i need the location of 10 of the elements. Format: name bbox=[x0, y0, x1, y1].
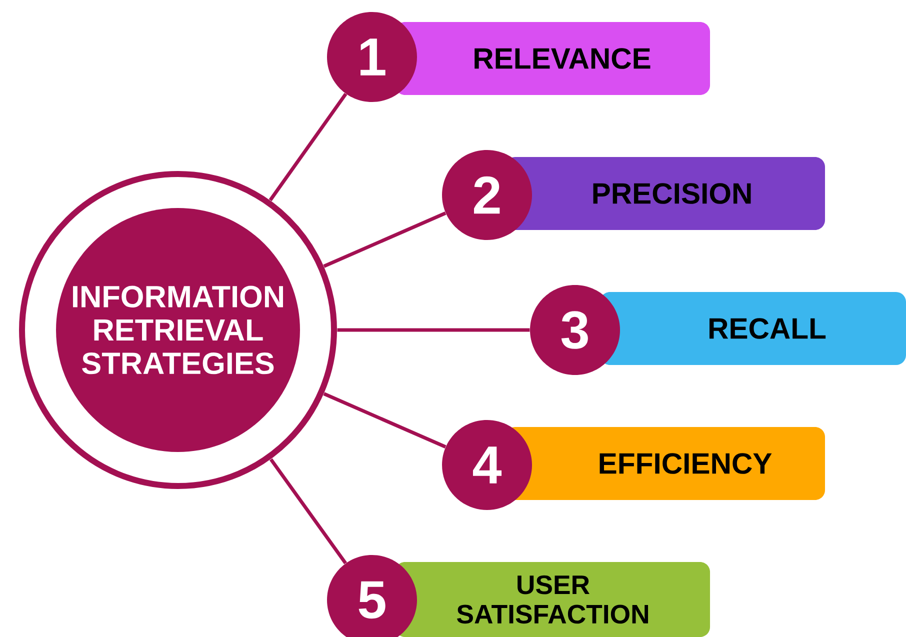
label-bar: PRECISION bbox=[505, 157, 825, 230]
connector-line bbox=[268, 92, 348, 202]
label-bar: EFFICIENCY bbox=[505, 427, 825, 500]
connector-line bbox=[323, 212, 446, 268]
label-bar: USER SATISFACTION bbox=[395, 562, 710, 637]
connector-line bbox=[337, 328, 530, 332]
connector-line bbox=[323, 392, 446, 448]
connector-line bbox=[270, 458, 348, 564]
label-bar: RECALL bbox=[600, 292, 906, 365]
label-bar: RELEVANCE bbox=[395, 22, 710, 95]
